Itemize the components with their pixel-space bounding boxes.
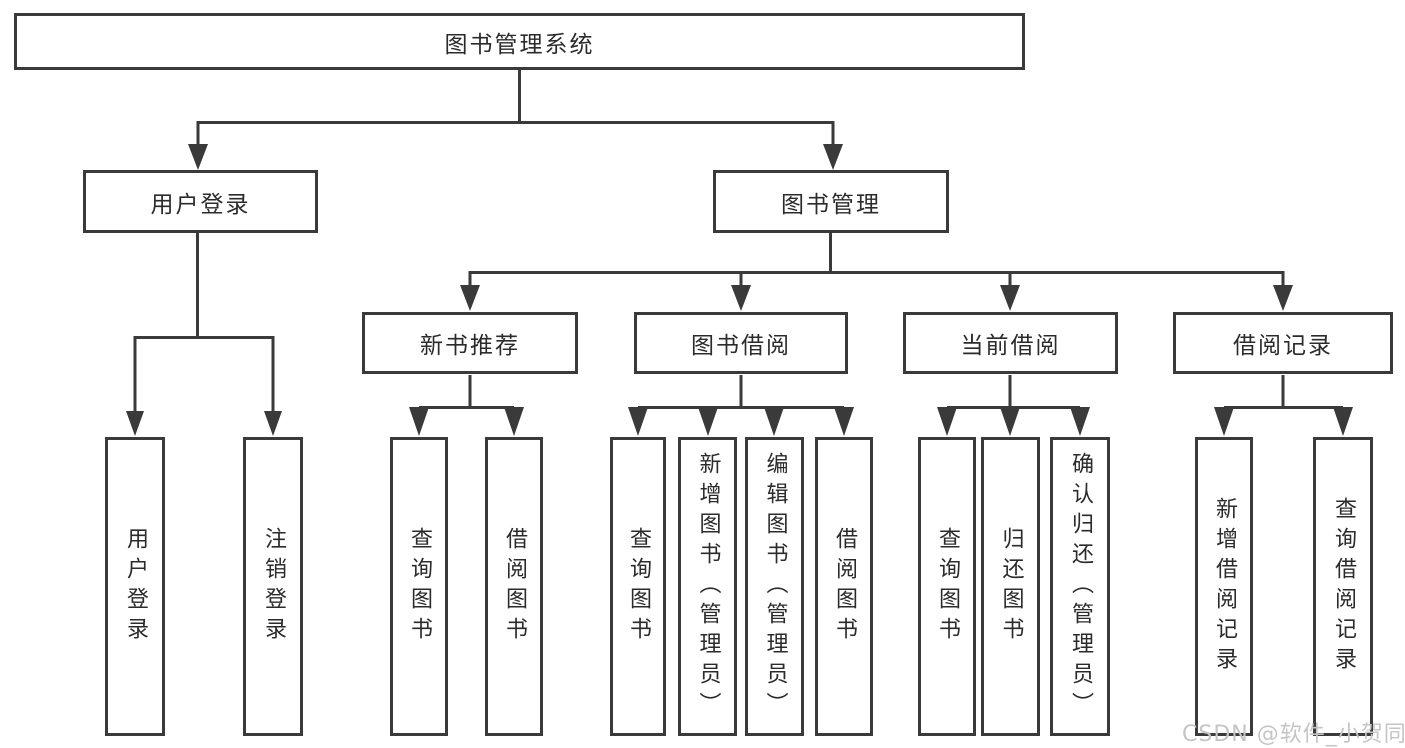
node-label: 借阅图书 bbox=[832, 526, 857, 647]
connector-current-borrow-children bbox=[947, 375, 1080, 409]
node-user-login: 用户登录 bbox=[83, 170, 318, 233]
watermark: CSDN @软件_小贺同学 bbox=[1182, 722, 1405, 747]
node-label: 图书借阅 bbox=[691, 333, 791, 359]
node-label: 图书管理 bbox=[781, 191, 881, 218]
arrow-down-icon bbox=[731, 285, 751, 311]
node-label: 新增图书（管理员） bbox=[695, 451, 721, 722]
node-label: 查询图书 bbox=[407, 526, 432, 647]
node-label: 确认归还（管理员） bbox=[1068, 451, 1093, 722]
arrow-down-icon bbox=[460, 285, 480, 311]
leaf-borrow-add-book: 新增图书（管理员） bbox=[678, 437, 737, 736]
leaf-current-query-book: 查询图书 bbox=[918, 437, 976, 736]
arrow-down-icon bbox=[1000, 407, 1020, 436]
leaf-borrow-borrow-book: 借阅图书 bbox=[815, 437, 873, 736]
node-label: 图书管理系统 bbox=[444, 31, 595, 58]
node-label: 编辑图书（管理员） bbox=[762, 451, 788, 722]
node-label: 当前借阅 bbox=[960, 333, 1061, 359]
leaf-current-return-book: 归还图书 bbox=[981, 437, 1040, 736]
leaf-logout-login: 注销登录 bbox=[243, 437, 303, 736]
arrow-down-icon bbox=[1070, 407, 1090, 436]
node-label: 新增借阅记录 bbox=[1212, 496, 1237, 677]
leaf-current-confirm-return: 确认归还（管理员） bbox=[1050, 437, 1110, 736]
leaf-user-login: 用户登录 bbox=[105, 437, 165, 736]
node-root: 图书管理系统 bbox=[14, 13, 1025, 70]
connector-root-to-level2 bbox=[196, 70, 835, 146]
arrow-down-icon bbox=[698, 407, 718, 436]
arrow-down-icon bbox=[126, 411, 144, 436]
arrow-down-icon bbox=[1333, 407, 1353, 436]
connector-user-login-children bbox=[133, 233, 275, 412]
arrow-down-icon bbox=[628, 407, 648, 436]
leaf-newbook-borrow-book: 借阅图书 bbox=[485, 437, 543, 736]
arrow-down-icon bbox=[764, 407, 784, 436]
node-label: 注销登录 bbox=[261, 526, 286, 647]
connector-borrow-record-children bbox=[1224, 375, 1343, 409]
connector-book-borrow-children bbox=[638, 375, 844, 409]
leaf-borrow-query-book: 查询图书 bbox=[610, 437, 666, 736]
arrow-down-icon bbox=[1214, 407, 1234, 436]
arrow-down-icon bbox=[937, 407, 957, 436]
node-borrow-record: 借阅记录 bbox=[1173, 312, 1393, 374]
node-label: 查询图书 bbox=[626, 526, 651, 647]
node-label: 归还图书 bbox=[998, 526, 1024, 647]
leaf-borrow-edit-book: 编辑图书（管理员） bbox=[745, 437, 804, 736]
node-book-borrow: 图书借阅 bbox=[634, 312, 848, 374]
arrow-down-icon bbox=[188, 144, 208, 170]
node-label: 借阅记录 bbox=[1233, 333, 1333, 359]
connector-book-mgmt-children bbox=[468, 233, 1285, 287]
node-label: 用户登录 bbox=[150, 191, 251, 218]
arrow-down-icon bbox=[823, 144, 843, 170]
connector-new-book-children bbox=[419, 375, 514, 409]
leaf-record-query-record: 查询借阅记录 bbox=[1313, 437, 1373, 736]
node-book-management: 图书管理 bbox=[713, 170, 949, 233]
arrow-down-icon bbox=[1273, 285, 1293, 311]
arrow-down-icon bbox=[504, 407, 524, 436]
arrow-down-icon bbox=[264, 411, 282, 436]
node-new-book-recommend: 新书推荐 bbox=[362, 312, 578, 374]
node-current-borrow: 当前借阅 bbox=[903, 312, 1118, 374]
node-label: 借阅图书 bbox=[502, 526, 527, 647]
node-label: 查询借阅记录 bbox=[1331, 496, 1356, 677]
node-label: 用户登录 bbox=[123, 526, 148, 647]
node-label: 新书推荐 bbox=[420, 333, 520, 359]
node-label: 查询图书 bbox=[935, 526, 960, 647]
leaf-record-add-record: 新增借阅记录 bbox=[1195, 437, 1253, 736]
arrow-down-icon bbox=[1000, 285, 1020, 311]
arrow-down-icon bbox=[834, 407, 854, 436]
leaf-newbook-query-book: 查询图书 bbox=[390, 437, 448, 736]
arrow-down-icon bbox=[409, 407, 429, 436]
